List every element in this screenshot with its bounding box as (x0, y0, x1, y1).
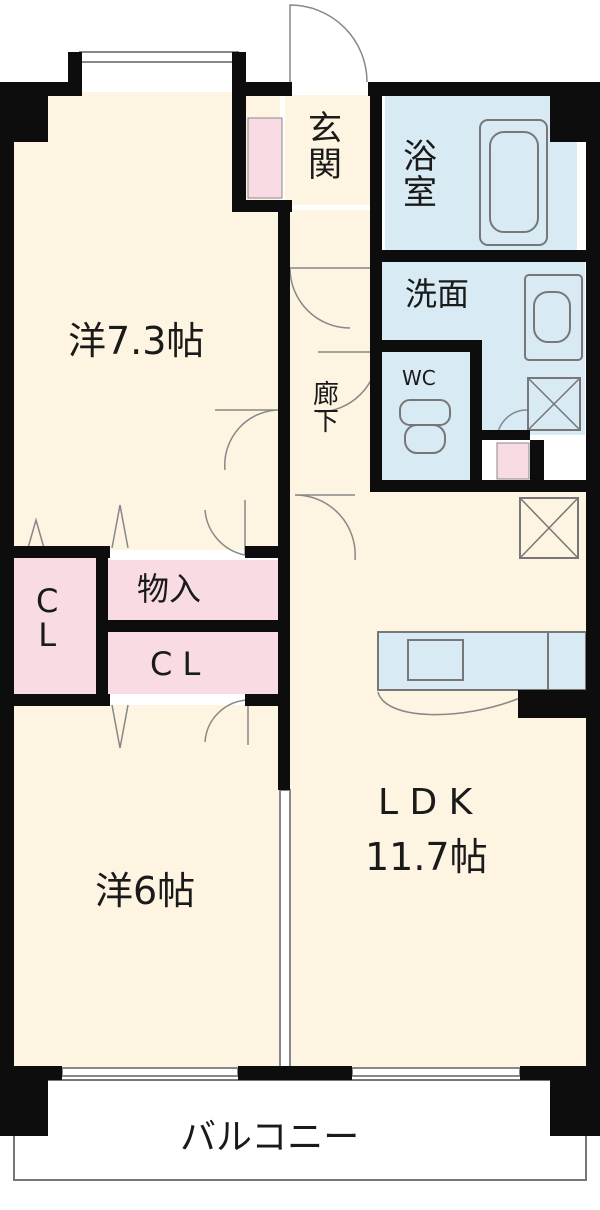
closet-label: C L (150, 645, 201, 683)
washroom-label: 洗面 (405, 275, 470, 313)
wall-wc-right (470, 340, 482, 485)
ldk-size-label: 11.7帖 (365, 835, 488, 879)
wall-entry-left (232, 82, 246, 212)
closet-left-door-1 (27, 517, 45, 549)
wall-room1-bottom (0, 546, 110, 558)
closet-left-floor (14, 558, 96, 696)
wall-top-left-post (68, 52, 82, 96)
wall-bottom-right-corner (550, 1066, 600, 1136)
shoe-box (247, 117, 283, 199)
closet-left-door-2 (111, 504, 129, 549)
entry-door-swing (289, 4, 368, 83)
balcony-area (13, 1079, 587, 1181)
wall-bottom-mid (238, 1066, 352, 1080)
toilet-bowl (404, 424, 446, 454)
bathtub (479, 119, 548, 246)
wall-right (586, 82, 600, 1082)
washroom-lower-floor (480, 365, 585, 435)
wall-left (0, 82, 14, 1082)
wall-wet-left (370, 82, 382, 492)
wall-wet-notch (530, 440, 544, 482)
kitchen-sink (407, 639, 464, 681)
bottom-window-right (351, 1067, 521, 1077)
washer-space (527, 377, 581, 431)
western-room-2-floor (14, 705, 280, 1070)
corridor-label: 廊 下 (313, 380, 340, 438)
closet-door (204, 699, 249, 745)
wall-closets-right (278, 490, 290, 790)
wall-bottom-left-corner (0, 1066, 48, 1136)
bath-label: 浴 室 (403, 137, 437, 213)
western-room-1-label: 洋7.3帖 (68, 319, 205, 363)
corridor-floor (290, 210, 372, 490)
wall-wet-bottom (370, 480, 586, 492)
wall-storage-bottom (96, 620, 290, 632)
western-room-1-door (215, 409, 281, 471)
washer-cross-2 (527, 377, 581, 431)
entrance-label: 玄 関 (308, 109, 342, 185)
wall-kitchen-stub (518, 690, 586, 718)
ldk-name-label: L D K (378, 782, 473, 823)
ldk-vent-cross-2 (519, 497, 579, 559)
wall-closets-bottom (0, 694, 110, 706)
top-window (79, 51, 239, 63)
wash-basin (524, 274, 583, 361)
wall-entry-bottom (232, 200, 292, 212)
wall-bath-bottom (382, 250, 586, 262)
wall-wc-top (382, 340, 474, 352)
closet-door-left (111, 704, 129, 749)
entrance-floor (285, 95, 370, 205)
wall-top-entry (232, 82, 292, 96)
ldk-vent (519, 497, 579, 559)
wall-wash-step (470, 430, 530, 440)
storage-label: 物入 (137, 570, 202, 608)
wc-floor (380, 350, 475, 480)
wall-corridor-left (278, 200, 290, 505)
ldk-door (294, 494, 356, 561)
bathtub-inner (489, 131, 539, 233)
storage-floor (108, 560, 280, 620)
western-room-2-label: 洋6帖 (95, 869, 196, 913)
ldk-floor (290, 490, 586, 1070)
wc-label: WC (402, 366, 436, 390)
storage-door (204, 500, 246, 556)
bottom-window-left (61, 1067, 239, 1077)
wash-basin-bowl (533, 291, 571, 343)
kitchen-door-curve (377, 691, 521, 716)
corridor-door-swing (289, 267, 370, 329)
closet-floor (108, 632, 280, 694)
balcony-label: バルコニー (180, 1117, 360, 1158)
closet-left-label: C L (36, 582, 59, 654)
pink-box (496, 442, 530, 480)
sliding-partition (279, 789, 291, 1071)
wall-top-right (368, 82, 600, 96)
